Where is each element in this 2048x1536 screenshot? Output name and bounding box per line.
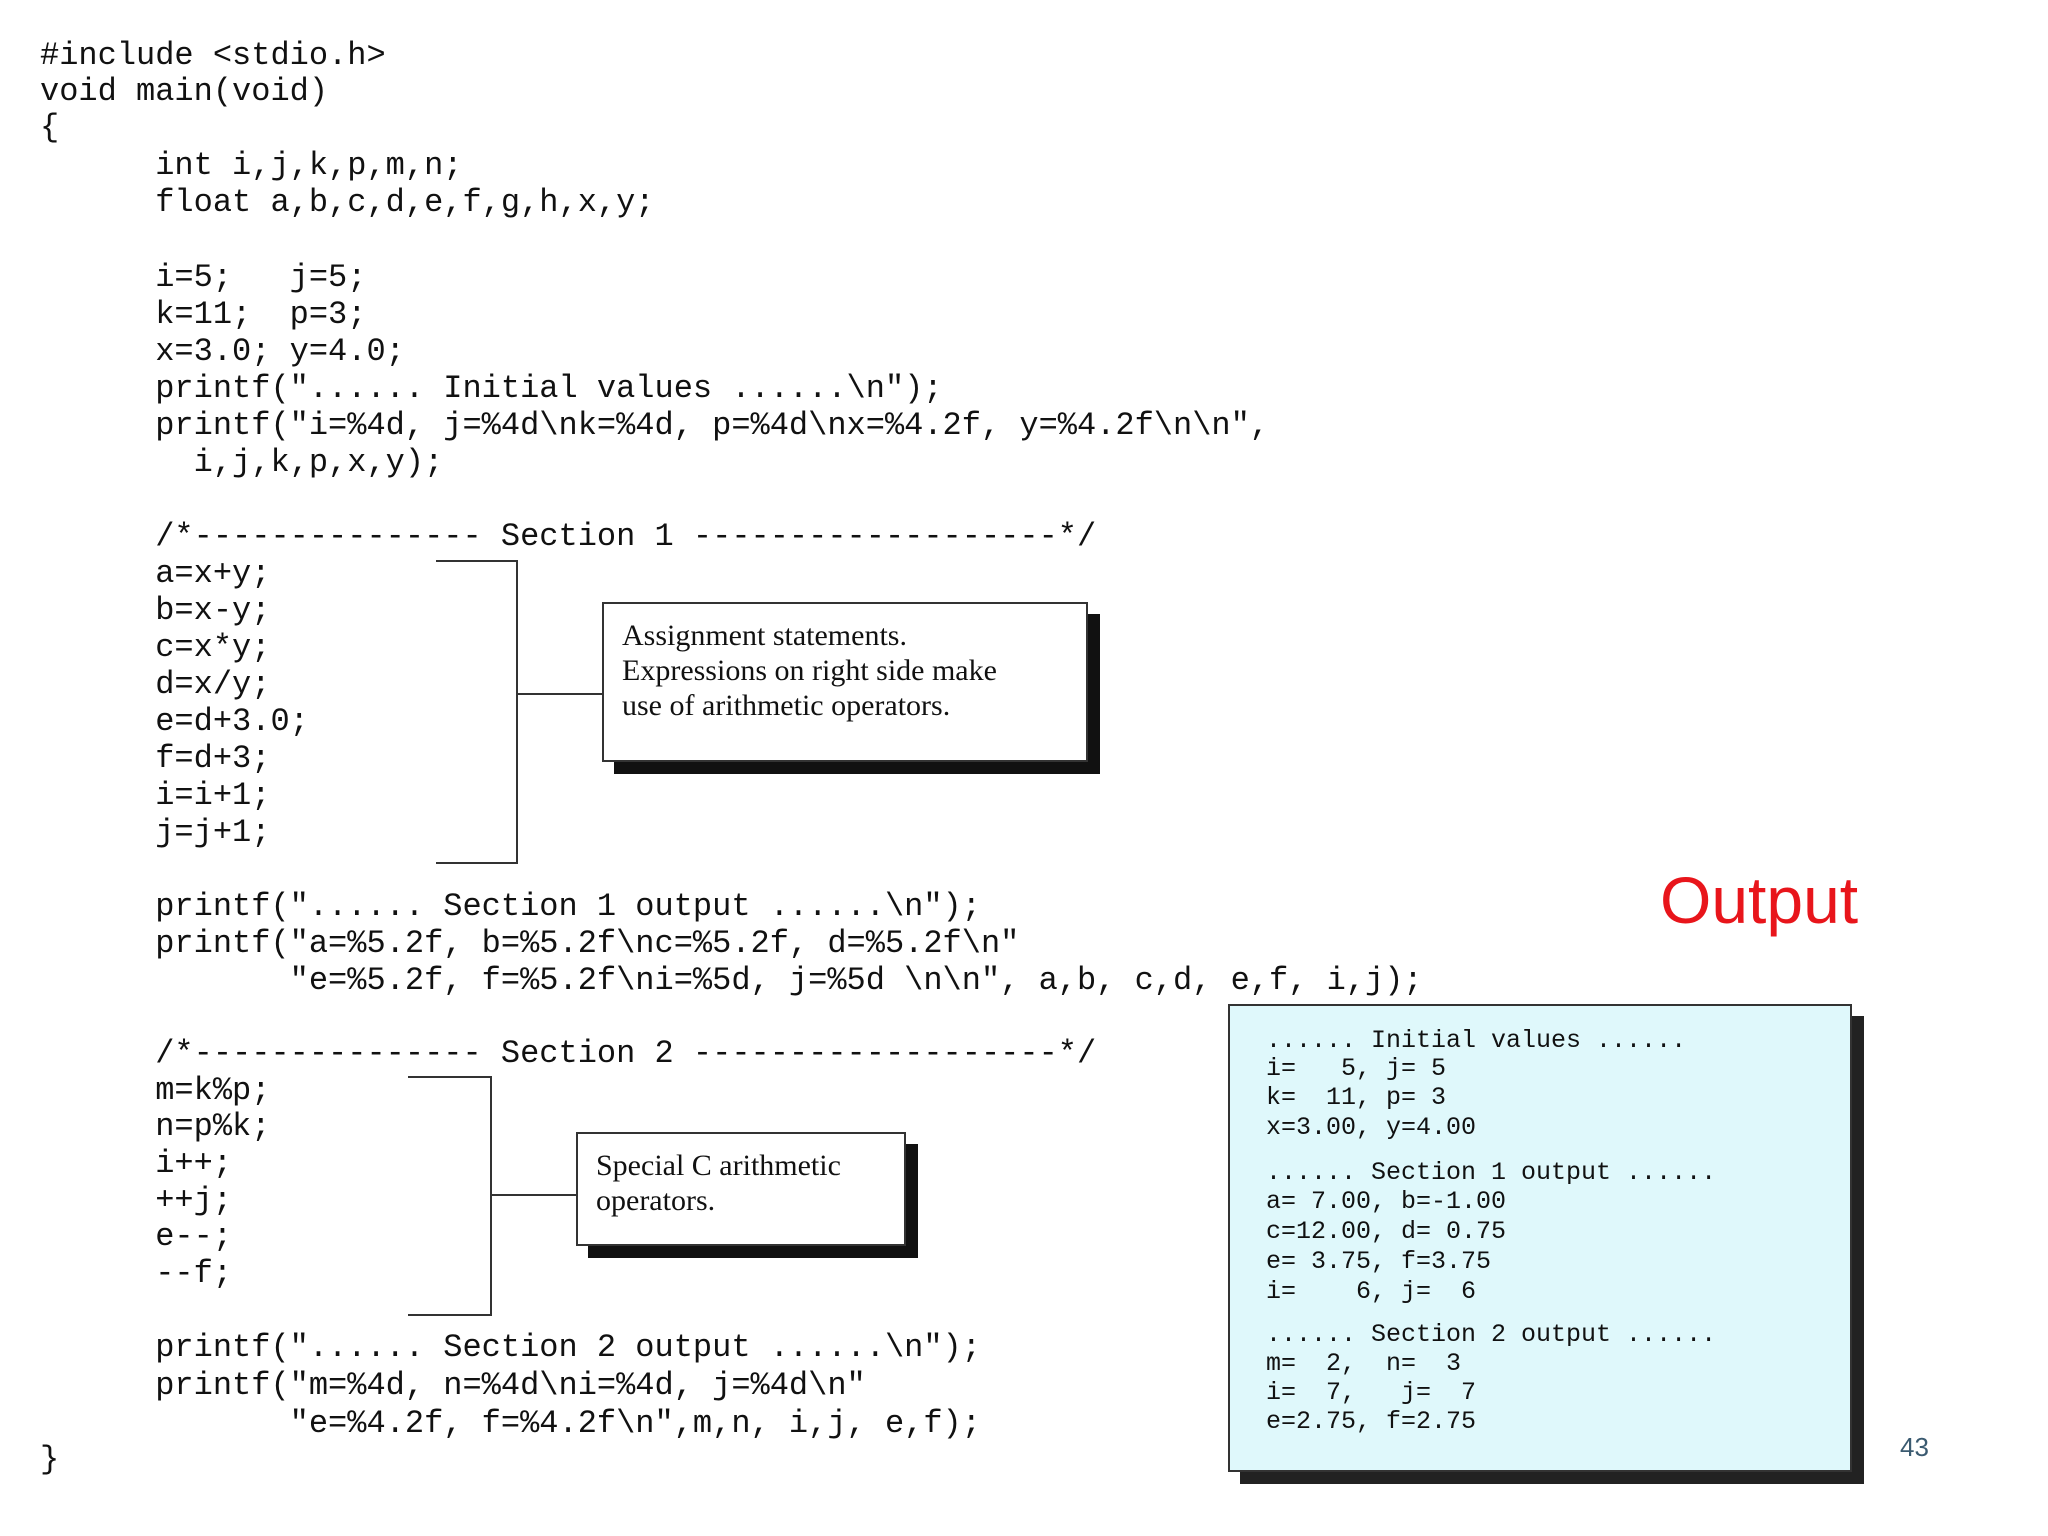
code-line: j=j+1; — [40, 814, 271, 851]
code-line: e--; — [40, 1218, 233, 1255]
code-line: printf("...... Section 2 output ......\n… — [40, 1329, 981, 1366]
code-line: #include <stdio.h> — [40, 37, 386, 74]
code-line: /*--------------- Section 2 ------------… — [40, 1035, 1097, 1072]
code-line: i,j,k,p,x,y); — [40, 444, 444, 481]
code-line: n=p%k; — [40, 1108, 271, 1145]
assignment-callout: Assignment statements. Expressions on ri… — [602, 602, 1088, 762]
section1-bracket — [436, 560, 518, 864]
page-number: 43 — [1900, 1432, 1929, 1462]
callout-line: Assignment statements. — [622, 619, 907, 652]
code-line: printf("a=%5.2f, b=%5.2f\nc=%5.2f, d=%5.… — [40, 925, 1020, 962]
output-heading: Output — [1660, 863, 1859, 937]
code-line: printf("...... Section 1 output ......\n… — [40, 888, 981, 925]
code-line: d=x/y; — [40, 666, 271, 703]
code-line: printf("...... Initial values ......\n")… — [40, 370, 943, 407]
code-line: printf("m=%4d, n=%4d\ni=%4d, j=%4d\n" — [40, 1367, 866, 1404]
callout-line: use of arithmetic operators. — [622, 689, 951, 722]
output-line: k= 11, p= 3 — [1266, 1083, 1447, 1112]
code-line: i=i+1; — [40, 777, 271, 814]
code-line: "e=%4.2f, f=%4.2f\n",m,n, i,j, e,f); — [40, 1405, 981, 1442]
code-line: i++; — [40, 1145, 233, 1182]
callout-line: operators. — [596, 1184, 716, 1217]
code-line: i=5; j=5; — [40, 259, 367, 296]
code-line: float a,b,c,d,e,f,g,h,x,y; — [40, 184, 655, 221]
output-line: i= 7, j= 7 — [1266, 1378, 1477, 1407]
callout-line: Special C arithmetic — [596, 1149, 841, 1182]
code-line: } — [40, 1441, 60, 1478]
code-line: void main(void) — [40, 73, 329, 110]
code-line: c=x*y; — [40, 629, 271, 666]
output-line: x=3.00, y=4.00 — [1266, 1113, 1477, 1142]
output-line: e= 3.75, f=3.75 — [1266, 1247, 1492, 1276]
output-line: ...... Section 2 output ...... — [1266, 1320, 1717, 1349]
output-line: ...... Initial values ...... — [1266, 1026, 1687, 1055]
code-line: f=d+3; — [40, 740, 271, 777]
special-operators-callout: Special C arithmetic operators. — [576, 1132, 906, 1246]
code-line: ++j; — [40, 1182, 233, 1219]
section2-bracket — [408, 1076, 492, 1316]
code-line: e=d+3.0; — [40, 703, 309, 740]
output-line: m= 2, n= 3 — [1266, 1349, 1462, 1378]
output-line: i= 6, j= 6 — [1266, 1277, 1477, 1306]
output-line: i= 5, j= 5 — [1266, 1054, 1447, 1083]
section1-connector — [518, 693, 604, 695]
code-line: --f; — [40, 1255, 233, 1292]
output-line: ...... Section 1 output ...... — [1266, 1158, 1717, 1187]
code-line: { — [40, 109, 60, 146]
code-line: m=k%p; — [40, 1072, 271, 1109]
output-line: a= 7.00, b=-1.00 — [1266, 1187, 1507, 1216]
code-line: k=11; p=3; — [40, 296, 367, 333]
callout-line: Expressions on right side make — [622, 654, 997, 687]
code-line: x=3.0; y=4.0; — [40, 333, 405, 370]
output-line: c=12.00, d= 0.75 — [1266, 1217, 1507, 1246]
code-line: a=x+y; — [40, 555, 271, 592]
code-line: b=x-y; — [40, 592, 271, 629]
output-box: ...... Initial values ...... i= 5, j= 5 … — [1228, 1004, 1852, 1472]
code-line: "e=%5.2f, f=%5.2f\ni=%5d, j=%5d \n\n", a… — [40, 962, 1423, 999]
code-listing: #include <stdio.h> void main(void) { int… — [40, 38, 1600, 1478]
section2-connector — [492, 1194, 578, 1196]
code-line: int i,j,k,p,m,n; — [40, 147, 463, 184]
code-line: printf("i=%4d, j=%4d\nk=%4d, p=%4d\nx=%4… — [40, 407, 1269, 444]
output-line: e=2.75, f=2.75 — [1266, 1407, 1477, 1436]
code-line: /*--------------- Section 1 ------------… — [40, 518, 1097, 555]
